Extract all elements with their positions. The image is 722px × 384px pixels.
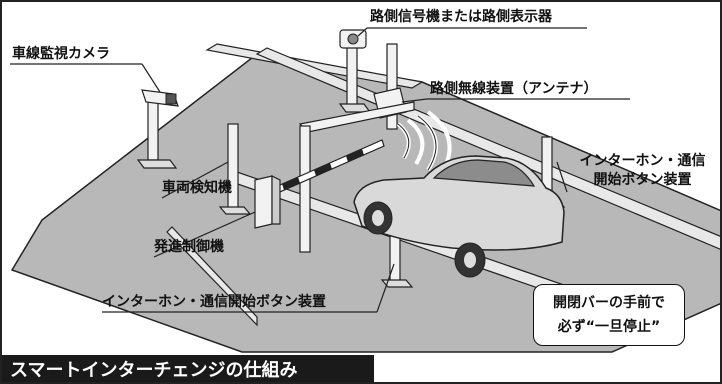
far-curb bbox=[255, 47, 720, 250]
gate-portal bbox=[298, 101, 415, 253]
label-antenna: 路側無線装置（アンテナ） bbox=[430, 81, 598, 97]
left-curb-side bbox=[166, 226, 258, 327]
label-controller: 発進制御機 bbox=[154, 239, 224, 255]
callout-line2: 必ず“一旦停止” bbox=[557, 319, 661, 335]
leader-lines bbox=[10, 27, 630, 313]
callout-line1: 開閉バーの手前で bbox=[553, 295, 665, 311]
label-signal: 路側信号機または路側表示器 bbox=[370, 9, 552, 25]
controller-box bbox=[254, 175, 281, 229]
label-intercom-bottom: インターホン・通信開始ボタン装置 bbox=[102, 294, 326, 310]
label-camera: 車線監視カメラ bbox=[12, 46, 110, 62]
car bbox=[353, 155, 565, 278]
stop-callout: 開閉バーの手前で 必ず“一旦停止” bbox=[533, 284, 685, 346]
label-intercom-right-2: 開始ボタン装置 bbox=[593, 172, 692, 188]
intercom-bottom-post bbox=[380, 219, 414, 288]
label-detector: 車両検知機 bbox=[162, 180, 232, 196]
label-intercom-right-1: インターホン・通信 bbox=[579, 153, 706, 169]
caption-bar: スマートインターチェンジの仕組み bbox=[2, 355, 374, 382]
camera-pole bbox=[136, 89, 179, 169]
